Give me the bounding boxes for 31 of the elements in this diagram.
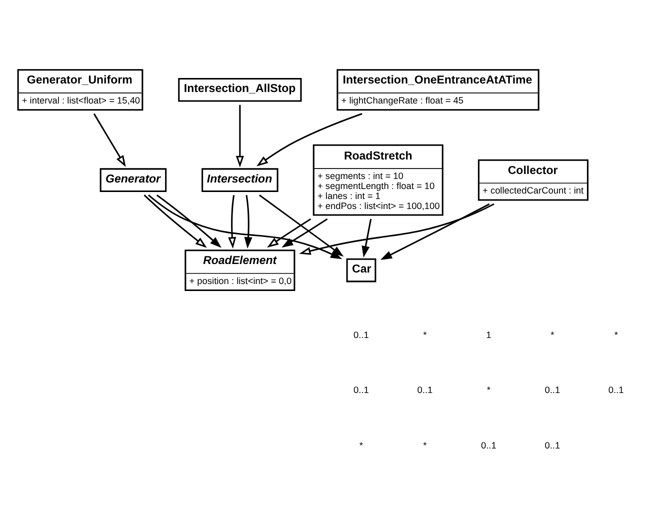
arrow: [236, 104, 244, 168]
node-box: Intersection_AllStop: [178, 78, 302, 102]
label: 0..1: [354, 385, 369, 396]
label: 0..1: [417, 385, 433, 396]
label: 1: [486, 330, 492, 340]
node-box: Generator: [100, 168, 167, 192]
arrow: [256, 113, 362, 166]
label: *: [359, 440, 364, 450]
arrow: [380, 203, 490, 260]
label: *: [550, 330, 554, 340]
label: 0..1: [608, 385, 624, 396]
label: *: [486, 385, 490, 396]
arrow: [244, 194, 252, 249]
label: *: [423, 440, 427, 450]
label: 0..1: [544, 385, 560, 396]
node-box: Intersection: [202, 168, 278, 192]
arrow: [258, 194, 344, 257]
node-box: Car: [346, 258, 376, 282]
arrow: [156, 194, 222, 248]
arrow: [282, 218, 328, 248]
arrow: [299, 203, 494, 255]
label: *: [614, 330, 618, 340]
arrow: [93, 113, 126, 167]
arrow: [228, 195, 236, 249]
arrow: [144, 194, 207, 248]
label: 0..1: [354, 330, 369, 340]
label: 0..1: [481, 440, 496, 450]
arrow: [362, 218, 372, 258]
arrow: [267, 218, 312, 248]
label: *: [423, 330, 427, 340]
label: 0..1: [544, 440, 560, 450]
